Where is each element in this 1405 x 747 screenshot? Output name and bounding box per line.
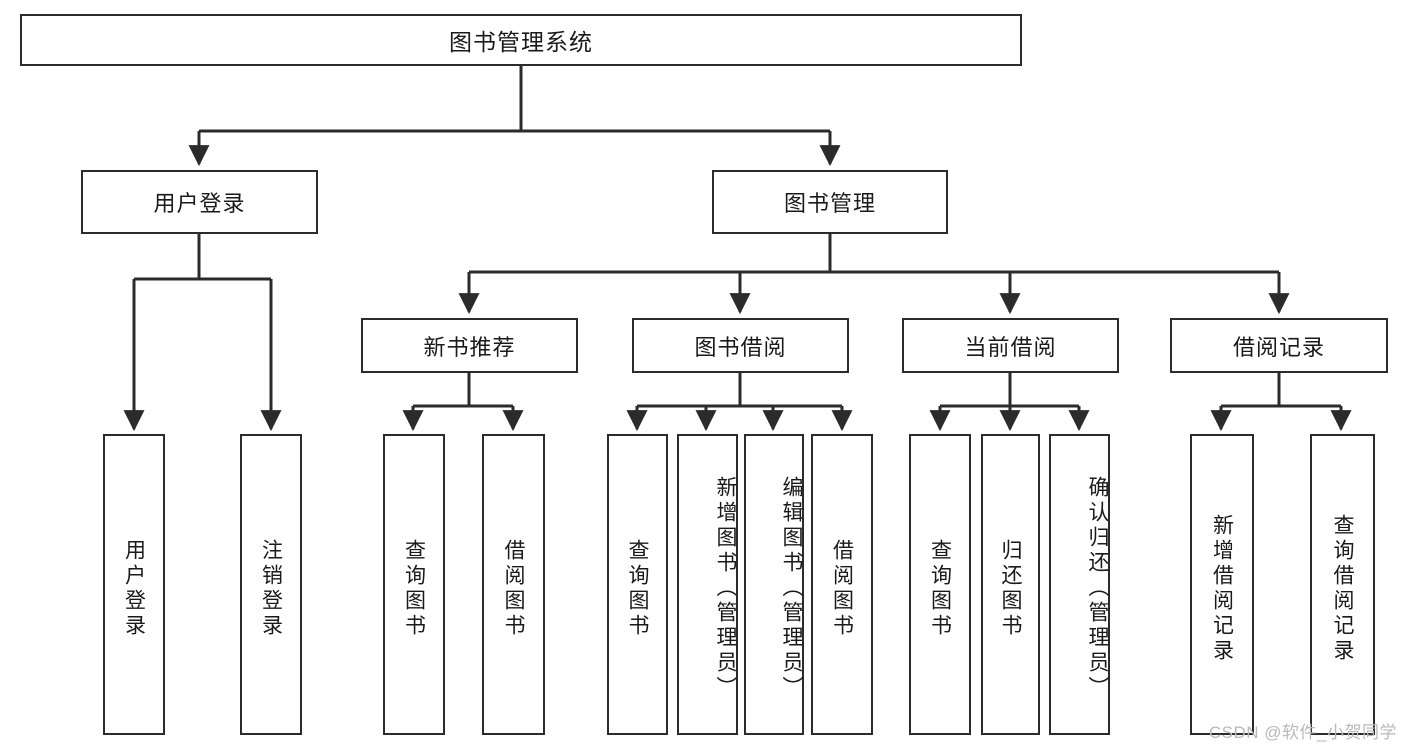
node-root[interactable]: 图书管理系统 <box>20 14 1022 66</box>
leaf-borrow-book-2[interactable]: 借阅图书 <box>811 434 873 735</box>
leaf-user-login[interactable]: 用户登录 <box>103 434 165 735</box>
leaf-return-book[interactable]: 归还图书 <box>981 434 1040 735</box>
leaf-borrow-book-1-label: 借阅图书 <box>502 538 525 639</box>
leaf-query-book-2[interactable]: 查询图书 <box>607 434 668 735</box>
csdn-watermark: CSDN @软件_小贺同学 <box>1208 723 1397 742</box>
node-book-borrow-label: 图书借阅 <box>694 334 787 360</box>
leaf-query-book-3-label: 查询图书 <box>928 538 952 639</box>
leaf-query-record-label: 查询借阅记录 <box>1331 513 1354 664</box>
node-user-login-label: 用户登录 <box>153 191 246 216</box>
leaf-add-record-label: 新增借阅记录 <box>1210 513 1234 664</box>
leaf-add-book-label: 新增图书（管理员） <box>714 476 737 701</box>
node-borrow-record-label: 借阅记录 <box>1232 334 1325 360</box>
leaf-query-book-2-label: 查询图书 <box>626 538 649 639</box>
node-current-borrow-label: 当前借阅 <box>964 334 1057 360</box>
leaf-query-book-1[interactable]: 查询图书 <box>383 434 445 735</box>
leaf-confirm-return[interactable]: 确认归还（管理员） <box>1049 434 1110 735</box>
leaf-add-record[interactable]: 新增借阅记录 <box>1190 434 1254 735</box>
leaf-return-book-label: 归还图书 <box>999 538 1022 639</box>
leaf-user-login-label: 用户登录 <box>122 538 146 639</box>
leaf-borrow-book-1[interactable]: 借阅图书 <box>482 434 545 735</box>
leaf-edit-book-label: 编辑图书（管理员） <box>780 476 803 701</box>
leaf-user-logout[interactable]: 注销登录 <box>240 434 302 735</box>
leaf-borrow-book-2-label: 借阅图书 <box>830 538 854 639</box>
node-borrow-record[interactable]: 借阅记录 <box>1170 318 1388 373</box>
node-book-borrow[interactable]: 图书借阅 <box>632 318 849 373</box>
node-new-book-recommend-label: 新书推荐 <box>423 334 516 360</box>
node-book-manage[interactable]: 图书管理 <box>712 170 948 234</box>
leaf-query-book-1-label: 查询图书 <box>402 538 426 639</box>
node-new-book-recommend[interactable]: 新书推荐 <box>361 318 578 373</box>
leaf-edit-book[interactable]: 编辑图书（管理员） <box>744 434 804 735</box>
leaf-add-book[interactable]: 新增图书（管理员） <box>677 434 738 735</box>
leaf-confirm-return-label: 确认归还（管理员） <box>1086 476 1109 701</box>
node-book-manage-label: 图书管理 <box>783 191 876 216</box>
leaf-query-book-3[interactable]: 查询图书 <box>909 434 971 735</box>
leaf-user-logout-label: 注销登录 <box>259 538 283 639</box>
node-user-login[interactable]: 用户登录 <box>81 170 318 234</box>
leaf-query-record[interactable]: 查询借阅记录 <box>1310 434 1375 735</box>
node-root-label: 图书管理系统 <box>449 29 593 55</box>
node-current-borrow[interactable]: 当前借阅 <box>902 318 1119 373</box>
